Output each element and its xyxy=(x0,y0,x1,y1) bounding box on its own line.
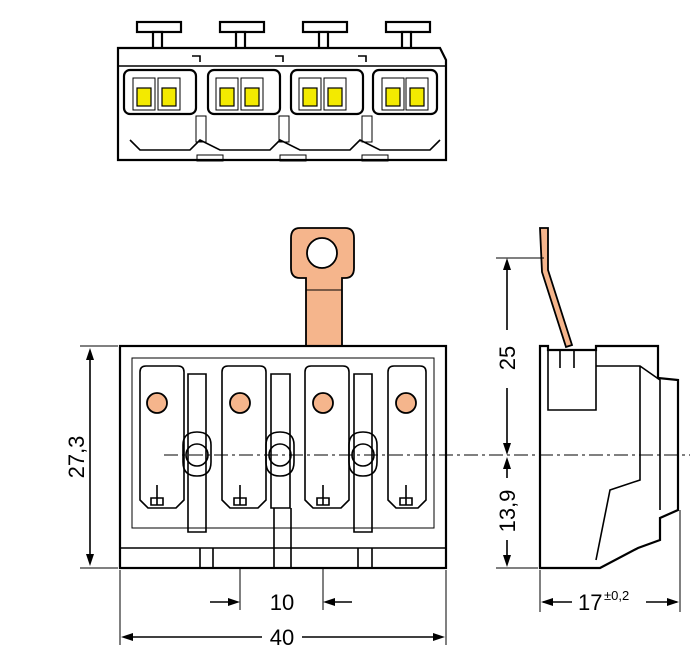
dim-label-height-lug: 25 xyxy=(495,346,520,370)
dim-label-depth: 17 xyxy=(578,590,602,615)
dim-height-lug xyxy=(496,257,544,455)
lever-yellow xyxy=(136,87,152,107)
dim-label-width: 40 xyxy=(270,625,294,650)
dim-height-total xyxy=(80,345,118,569)
dim-label-height-total: 27,3 xyxy=(64,436,89,479)
clamp-pockets xyxy=(139,365,427,533)
front-housing xyxy=(118,344,448,570)
lever-yellow xyxy=(385,87,401,107)
lever-yellow xyxy=(302,87,318,107)
dim-width xyxy=(119,570,447,645)
insertion-marks xyxy=(150,485,413,506)
top-view xyxy=(116,20,448,162)
lever-yellow xyxy=(219,87,235,107)
dim-label-height-lower: 13,9 xyxy=(495,490,520,533)
front-view xyxy=(118,227,448,570)
top-clamp-slots xyxy=(122,68,439,116)
dim-depth xyxy=(539,510,681,612)
copper-contact-dot xyxy=(146,392,168,414)
side-view xyxy=(538,227,680,570)
side-lug xyxy=(539,227,574,349)
dim-pitch xyxy=(210,568,352,610)
lever-yellow xyxy=(409,87,425,107)
dim-label-depth-tolerance: ±0,2 xyxy=(604,588,629,603)
lever-yellow xyxy=(244,87,260,107)
lever-yellow xyxy=(327,87,343,107)
dim-height-lower xyxy=(496,457,538,569)
copper-contact-dot xyxy=(312,392,334,414)
lever-yellow xyxy=(161,87,177,107)
copper-contact-dot xyxy=(395,392,417,414)
dim-label-pitch: 10 xyxy=(270,590,294,615)
copper-contact-dot xyxy=(229,392,251,414)
side-housing xyxy=(538,344,680,570)
